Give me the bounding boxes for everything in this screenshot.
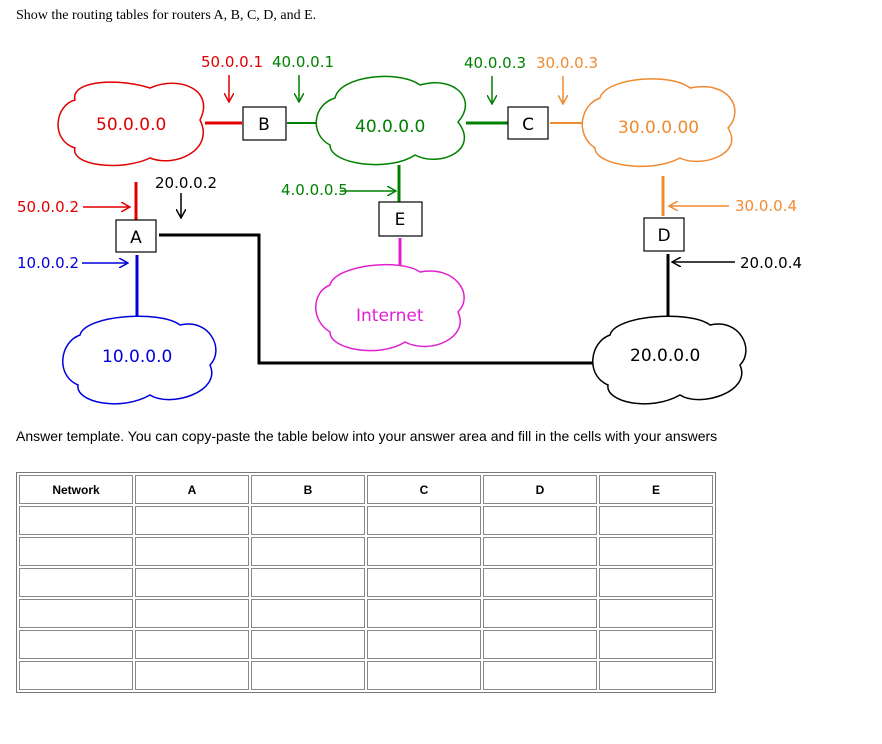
- network-label-40: 40.0.0.0: [355, 117, 425, 137]
- cloud-40net: [315, 75, 467, 166]
- answer-cell[interactable]: [367, 568, 481, 597]
- table-row: [19, 599, 713, 628]
- network-label-30: 30.0.0.00: [618, 118, 699, 138]
- answer-cell[interactable]: [135, 568, 249, 597]
- answer-cell[interactable]: [599, 506, 713, 535]
- iface-label-d-black: 20.0.0.4: [740, 254, 802, 272]
- answer-cell[interactable]: [483, 568, 597, 597]
- answer-cell[interactable]: [599, 568, 713, 597]
- col-e-header: E: [599, 475, 713, 504]
- answer-cell[interactable]: [251, 506, 365, 535]
- iface-label-a-black: 20.0.0.2: [155, 174, 217, 192]
- cloud-50net: [57, 81, 205, 167]
- answer-cell[interactable]: [19, 537, 133, 566]
- answer-cell[interactable]: [19, 661, 133, 690]
- cloud-30net: [581, 78, 736, 168]
- router-b-label: B: [258, 115, 270, 135]
- answer-cell[interactable]: [19, 568, 133, 597]
- iface-label-b-green: 40.0.0.1: [272, 53, 334, 71]
- answer-cell[interactable]: [599, 537, 713, 566]
- question-text: Show the routing tables for routers A, B…: [16, 8, 317, 23]
- col-a-header: A: [135, 475, 249, 504]
- answer-cell[interactable]: [483, 661, 597, 690]
- answer-cell[interactable]: [483, 630, 597, 659]
- cloud-10net: [62, 315, 217, 405]
- answer-cell[interactable]: [599, 661, 713, 690]
- answer-cell[interactable]: [367, 599, 481, 628]
- answer-cell[interactable]: [251, 568, 365, 597]
- table-row: [19, 506, 713, 535]
- col-b-header: B: [251, 475, 365, 504]
- network-label-50: 50.0.0.0: [96, 115, 166, 135]
- router-a: A: [115, 219, 157, 253]
- answer-cell[interactable]: [367, 537, 481, 566]
- answer-cell[interactable]: [251, 599, 365, 628]
- answer-table-body: [19, 506, 713, 690]
- cloud-internet: [315, 263, 465, 352]
- router-e-label: E: [395, 210, 406, 230]
- answer-cell[interactable]: [19, 630, 133, 659]
- router-c-label: C: [522, 115, 534, 135]
- answer-cell[interactable]: [251, 537, 365, 566]
- answer-cell[interactable]: [599, 630, 713, 659]
- col-c-header: C: [367, 475, 481, 504]
- router-a-label: A: [130, 228, 142, 248]
- table-row: [19, 568, 713, 597]
- answer-cell[interactable]: [19, 599, 133, 628]
- iface-label-a-blue: 10.0.0.2: [17, 254, 79, 272]
- table-row: [19, 537, 713, 566]
- answer-cell[interactable]: [599, 599, 713, 628]
- iface-label-e-green: 4.0.0.0.5: [281, 181, 348, 199]
- answer-cell[interactable]: [135, 630, 249, 659]
- col-d-header: D: [483, 475, 597, 504]
- network-diagram: 50.0.0.0 40.0.0.0 30.0.0.00 Internet 10.…: [17, 53, 802, 405]
- router-d-label: D: [657, 226, 670, 246]
- cloud-20net: [592, 315, 747, 405]
- answer-cell[interactable]: [135, 599, 249, 628]
- table-header-row: Network A B C D E: [19, 475, 713, 504]
- router-b: B: [242, 106, 287, 141]
- answer-cell[interactable]: [135, 537, 249, 566]
- iface-label-a-red: 50.0.0.2: [17, 198, 79, 216]
- network-label-20: 20.0.0.0: [630, 346, 700, 366]
- answer-cell[interactable]: [367, 506, 481, 535]
- answer-cell[interactable]: [483, 537, 597, 566]
- network-label-internet: Internet: [356, 306, 424, 326]
- router-d: D: [643, 217, 685, 252]
- table-row: [19, 661, 713, 690]
- iface-label-d-orange: 30.0.0.4: [735, 197, 797, 215]
- template-note: Answer template. You can copy-paste the …: [16, 428, 718, 444]
- answer-cell[interactable]: [367, 661, 481, 690]
- answer-table: Network A B C D E: [16, 472, 716, 693]
- answer-cell[interactable]: [135, 506, 249, 535]
- router-c: C: [507, 106, 549, 140]
- answer-cell[interactable]: [135, 661, 249, 690]
- answer-cell[interactable]: [251, 661, 365, 690]
- router-e: E: [378, 201, 423, 237]
- col-network-header: Network: [19, 475, 133, 504]
- answer-cell[interactable]: [367, 630, 481, 659]
- answer-cell[interactable]: [19, 506, 133, 535]
- table-row: [19, 630, 713, 659]
- iface-label-c-orange: 30.0.0.3: [536, 54, 598, 72]
- answer-cell[interactable]: [483, 506, 597, 535]
- network-label-10: 10.0.0.0: [102, 347, 172, 367]
- iface-label-b-red: 50.0.0.1: [201, 53, 263, 71]
- link-a-20net: [159, 233, 605, 365]
- answer-cell[interactable]: [483, 599, 597, 628]
- iface-label-c-green: 40.0.0.3: [464, 54, 526, 72]
- answer-cell[interactable]: [251, 630, 365, 659]
